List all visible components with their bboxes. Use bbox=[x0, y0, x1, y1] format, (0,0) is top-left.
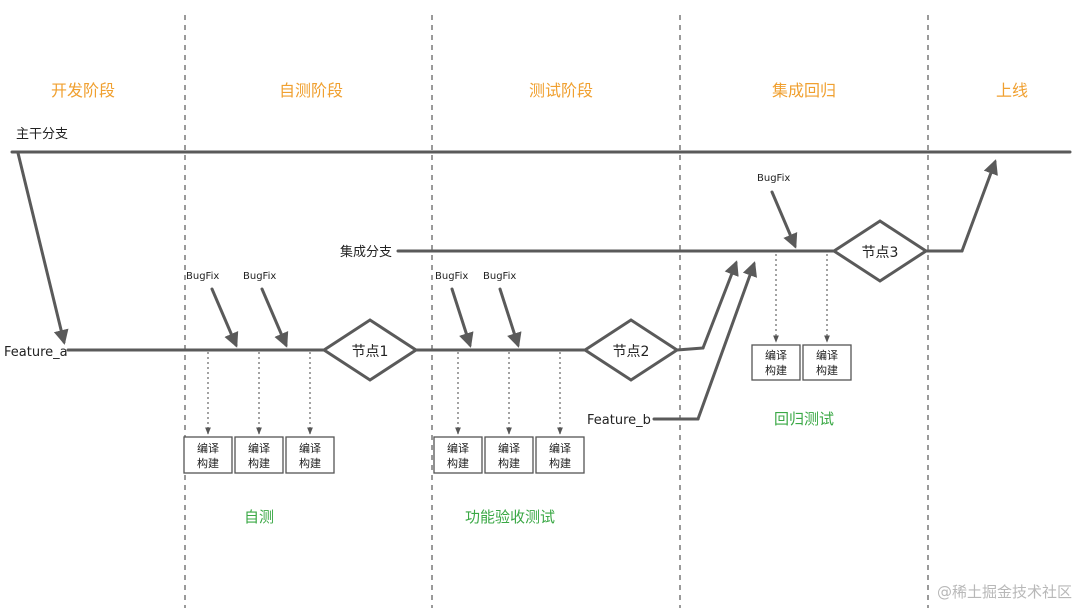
feature-a-line-after-node2 bbox=[675, 346, 705, 352]
activity-regression-test: 回归测试 bbox=[774, 410, 834, 428]
bugfix-label: BugFix bbox=[435, 271, 468, 282]
phase-title-test: 测试阶段 bbox=[529, 81, 593, 100]
branch-out-arrow bbox=[16, 151, 69, 345]
build-box: 编译 构建 bbox=[285, 436, 335, 474]
build-box-line1: 编译 bbox=[816, 348, 838, 362]
bugfix-arrow bbox=[450, 287, 474, 348]
node-3-label: 节点3 bbox=[862, 245, 899, 261]
bugfix-label: BugFix bbox=[757, 173, 790, 184]
phase-title-release: 上线 bbox=[996, 81, 1028, 100]
build-box: 编译 构建 bbox=[433, 436, 483, 474]
node-1-diamond bbox=[321, 318, 419, 382]
bugfix-label: BugFix bbox=[243, 271, 276, 282]
bugfix-arrow bbox=[498, 287, 522, 348]
build-box-line1: 编译 bbox=[549, 441, 571, 455]
bugfix-label: BugFix bbox=[483, 271, 516, 282]
activity-self-test: 自测 bbox=[244, 508, 274, 526]
build-box-line1: 编译 bbox=[765, 348, 787, 362]
merge-feature-b-arrow bbox=[696, 261, 757, 421]
build-box-line1: 编译 bbox=[248, 441, 270, 455]
build-box-line2: 构建 bbox=[197, 456, 219, 470]
merge-to-trunk-arrow bbox=[960, 159, 998, 253]
build-box-line1: 编译 bbox=[299, 441, 321, 455]
build-box: 编译 构建 bbox=[535, 436, 585, 474]
phase-title-integration: 集成回归 bbox=[772, 81, 836, 100]
activity-acceptance-test: 功能验收测试 bbox=[465, 508, 555, 526]
trunk-branch-label: 主干分支 bbox=[16, 127, 68, 142]
build-box-line2: 构建 bbox=[299, 456, 321, 470]
bugfix-arrow bbox=[260, 287, 289, 348]
build-box-line2: 构建 bbox=[248, 456, 270, 470]
build-box-line1: 编译 bbox=[498, 441, 520, 455]
build-box: 编译 构建 bbox=[751, 344, 801, 381]
build-box: 编译 构建 bbox=[234, 436, 284, 474]
bugfix-arrow bbox=[210, 287, 239, 348]
node-1-label: 节点1 bbox=[352, 344, 389, 360]
feature-b-label: Feature_b bbox=[587, 413, 651, 428]
build-box: 编译 构建 bbox=[484, 436, 534, 474]
node-2-label: 节点2 bbox=[613, 344, 650, 360]
node-2-diamond bbox=[582, 318, 680, 382]
build-box-line1: 编译 bbox=[447, 441, 469, 455]
build-box-line1: 编译 bbox=[197, 441, 219, 455]
bugfix-arrow bbox=[770, 190, 798, 249]
watermark: @稀土掘金技术社区 bbox=[937, 583, 1072, 601]
build-box: 编译 构建 bbox=[802, 344, 852, 381]
merge-feature-a-arrow bbox=[701, 260, 739, 350]
phase-title-selftest: 自测阶段 bbox=[279, 81, 343, 100]
feature-a-label: Feature_a bbox=[4, 345, 68, 360]
integration-branch-label: 集成分支 bbox=[340, 244, 392, 260]
phase-title-dev: 开发阶段 bbox=[51, 81, 115, 100]
build-box-line2: 构建 bbox=[549, 456, 571, 470]
bugfix-label: BugFix bbox=[186, 271, 219, 282]
build-box-line2: 构建 bbox=[816, 363, 838, 377]
build-box: 编译 构建 bbox=[183, 436, 233, 474]
build-box-line2: 构建 bbox=[447, 456, 469, 470]
build-box-line2: 构建 bbox=[765, 363, 787, 377]
build-box-line2: 构建 bbox=[498, 456, 520, 470]
